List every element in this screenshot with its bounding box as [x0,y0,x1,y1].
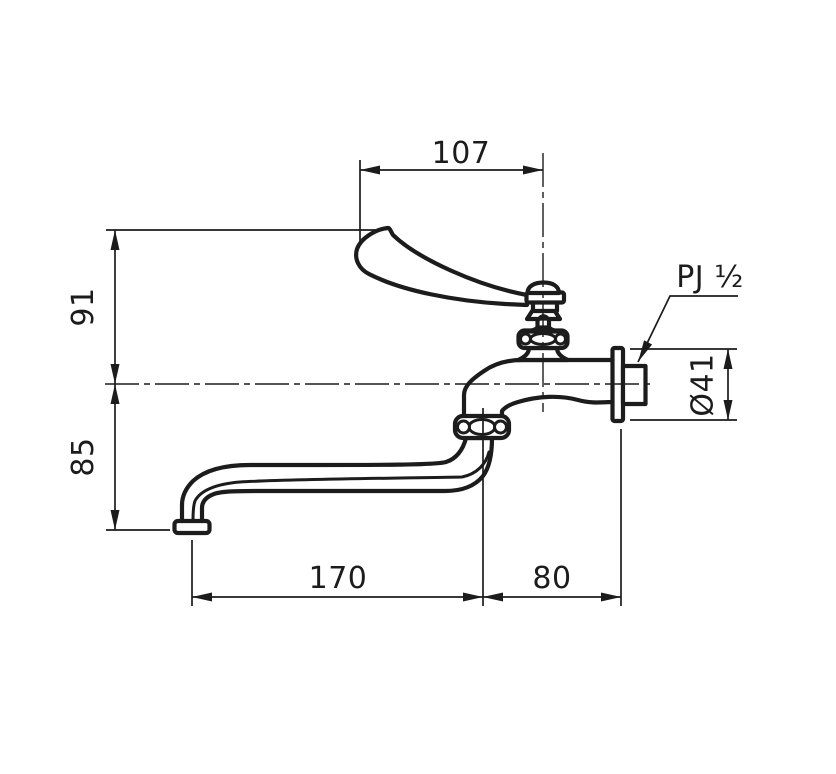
valve-body [461,357,616,420]
spout-contour-line [191,450,491,523]
arrowhead-170-left [192,592,212,602]
dimension-labels: 107 91 85 170 80 Ø41 PJ ½ [66,136,744,596]
arrowhead-80-right [601,592,621,602]
centerlines [105,153,655,412]
arrowhead-left [360,165,380,175]
spout-nut-ellipse [467,418,497,436]
spout-outlet-cap [172,518,212,536]
spout-nut-right-facet [493,419,508,435]
handle-blade [354,225,530,308]
faucet-outline [172,225,648,536]
bonnet-right-facet [554,332,567,346]
arrowhead-91-top [110,230,120,250]
dimension-107 [359,160,543,246]
leader-pj [637,295,738,363]
leader-arrowhead [638,340,653,362]
dim-91-label: 91 [66,287,101,326]
arrowhead-80-left [483,592,503,602]
arrowhead-right [523,165,543,175]
arrowhead-85-top [110,384,120,404]
arrowhead-170-right [463,592,483,602]
dimension-lines [106,160,738,606]
bonnet-left-facet [519,332,532,346]
spout-nut-left-facet [456,419,471,435]
arrowhead-85-bottom [110,510,120,530]
leader-line [637,295,738,363]
dimension-91-85 [106,229,377,531]
shank-hex-nut [620,363,648,407]
connection-type-label: PJ ½ [676,260,744,295]
arrowhead-91-bottom [110,364,120,384]
dimension-170-80 [191,408,622,606]
dim-170-label: 170 [309,561,368,596]
dim-85-label: 85 [66,437,101,476]
arrowhead-top [723,349,733,369]
arrowhead-bottom [723,400,733,420]
dim-dia41-label: Ø41 [686,353,721,416]
dim-80-label: 80 [532,561,571,596]
dim-107-label: 107 [432,136,491,171]
